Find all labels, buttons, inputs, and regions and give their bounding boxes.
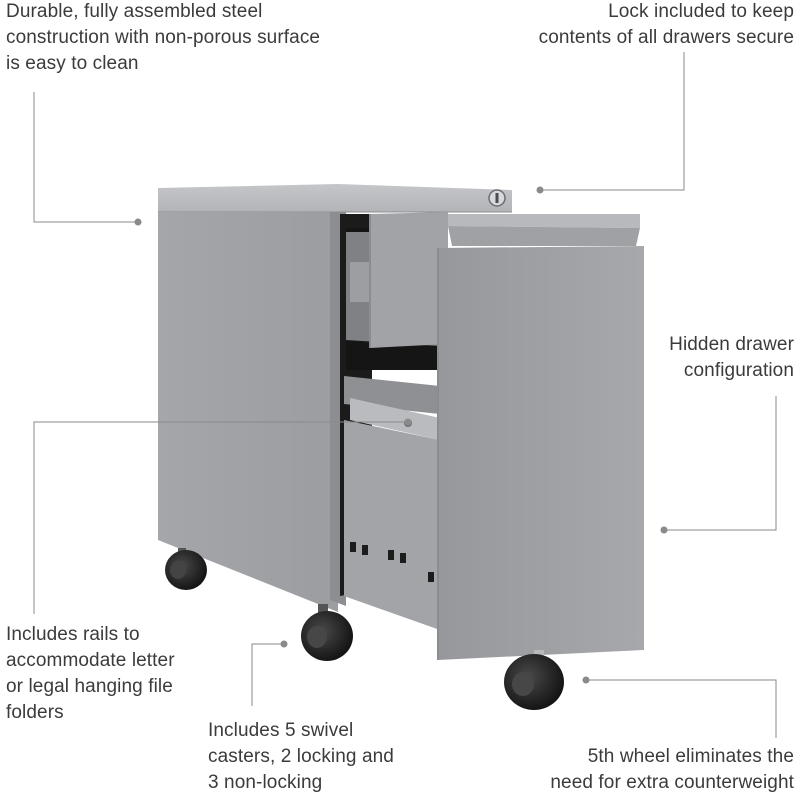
callout-lock: Lock included to keep contents of all dr… [539, 0, 794, 51]
callout-line: folders [6, 702, 64, 723]
callout-line: is easy to clean [6, 53, 139, 74]
callout-line: 3 non-locking [208, 772, 323, 793]
callout-line: or legal hanging file [6, 676, 173, 697]
callout-line: Includes rails to [6, 624, 140, 645]
callout-leader-dots [134, 186, 668, 684]
callout-line: construction with non-porous surface [6, 27, 321, 48]
callout-line: Hidden drawer [669, 334, 794, 355]
callout-line: Includes 5 swivel [208, 720, 354, 741]
callout-line: accommodate letter [6, 650, 175, 671]
callout-line: Durable, fully assembled steel [6, 1, 263, 22]
callout-line: need for extra counterweight [550, 772, 794, 793]
file-drawer-rim [448, 214, 640, 246]
caster-wheel-back-left [165, 548, 207, 590]
callout-casters: Includes 5 swivel casters, 2 locking and… [208, 718, 394, 796]
callout-steel-construction: Durable, fully assembled steel construct… [6, 0, 320, 77]
callout-line: configuration [683, 360, 794, 381]
cabinet-top [158, 184, 512, 213]
caster-wheel-fifth [504, 650, 564, 710]
callout-hidden-drawer: Hidden drawer configuration [669, 332, 794, 384]
upper-drawer [346, 212, 448, 348]
callout-line: casters, 2 locking and [208, 746, 394, 767]
file-drawer-front [437, 246, 644, 660]
file-drawer-side [344, 420, 440, 630]
lock-icon [488, 189, 506, 207]
callout-line: 5th wheel eliminates the [587, 746, 794, 767]
callout-line: contents of all drawers secure [538, 27, 794, 48]
callout-fifth-wheel: 5th wheel eliminates the need for extra … [550, 744, 794, 796]
caster-wheel-front-left [301, 604, 353, 661]
callout-file-rails: Includes rails to accommodate letter or … [6, 622, 175, 726]
callout-line: Lock included to keep [608, 1, 794, 22]
callout-leader-lines [33, 52, 777, 738]
